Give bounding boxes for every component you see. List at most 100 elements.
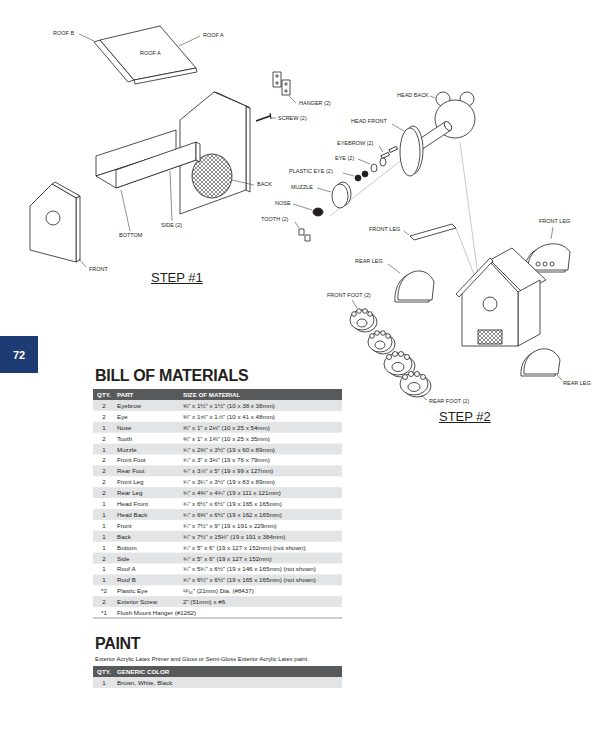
table-cell: 2 bbox=[93, 435, 115, 442]
table-cell: Flush Mount Hanger (#1262) bbox=[117, 609, 196, 616]
part-label: FRONT LEG bbox=[538, 218, 571, 224]
table-title: BILL OF MATERIALS bbox=[95, 367, 248, 385]
table-cell: ¾" x 3⅞" x 5" (19 x 99 x 127mm) bbox=[183, 467, 273, 474]
table-cell: 1 bbox=[93, 522, 115, 529]
screw bbox=[270, 113, 271, 119]
table-cell: ¾" x 7½" x 15⅛" (19 x 191 x 384mm) bbox=[183, 533, 285, 540]
table-cell: ¾" x 4⅜" x 4¾" (19 x 111 x 121mm) bbox=[183, 489, 281, 496]
rear-foot bbox=[400, 373, 428, 395]
screw bbox=[256, 113, 271, 121]
part-label-on-board: ROOF A bbox=[139, 50, 162, 56]
table-cell: 2 bbox=[93, 413, 115, 420]
table-cell: ⅜" x 1" x 1⅜" (10 x 25 x 35mm) bbox=[183, 435, 270, 442]
table-cell: 1 bbox=[93, 679, 115, 686]
front-foot bbox=[375, 331, 380, 336]
table-cell: Roof A bbox=[117, 565, 136, 572]
table-cell: Eye bbox=[117, 413, 128, 420]
rear-foot bbox=[403, 375, 408, 380]
section-heading: PAINT bbox=[95, 635, 140, 653]
part-label: MUZZLE bbox=[290, 184, 314, 190]
front-foot bbox=[370, 334, 375, 339]
nose bbox=[313, 208, 323, 216]
leader-line bbox=[293, 96, 562, 400]
front-leg-board bbox=[410, 224, 456, 240]
table-row-band bbox=[93, 487, 342, 498]
front-foot bbox=[368, 332, 392, 352]
birdhouse-assembled bbox=[483, 297, 497, 311]
tooth bbox=[299, 229, 310, 241]
head-front bbox=[400, 126, 423, 176]
rear-foot bbox=[409, 372, 414, 377]
table-cell: ¾" x 3¼" x 3½" (19 x 83 x 89mm) bbox=[183, 478, 275, 485]
eyebrow bbox=[381, 152, 390, 158]
assembly-line bbox=[460, 142, 478, 276]
front-foot bbox=[357, 309, 362, 314]
leader-line bbox=[379, 146, 383, 152]
plastic-eye bbox=[355, 171, 368, 181]
table-cell: 1 bbox=[93, 533, 115, 540]
table-cell: Brown, White, Black bbox=[117, 679, 172, 686]
rear-foot bbox=[384, 352, 431, 398]
rear-foot bbox=[392, 363, 404, 372]
front-foot bbox=[357, 319, 367, 327]
rear-foot bbox=[387, 355, 392, 360]
step2-drawing bbox=[293, 92, 570, 400]
table-row-band bbox=[93, 596, 342, 607]
part-label: NOSE bbox=[274, 200, 292, 206]
table-header-bar bbox=[93, 666, 342, 677]
leader-line bbox=[392, 124, 404, 131]
hanger-plate bbox=[273, 72, 281, 87]
table-row-band bbox=[93, 531, 342, 542]
table-cell: 1 bbox=[93, 446, 115, 453]
part-label: ROOF A bbox=[202, 32, 225, 38]
screw bbox=[256, 116, 270, 121]
eye bbox=[371, 164, 377, 172]
step1-drawing bbox=[30, 26, 296, 267]
table-cell: 1 bbox=[93, 565, 115, 572]
front-foot bbox=[381, 331, 386, 336]
rear-foot bbox=[405, 355, 410, 360]
front-board bbox=[46, 211, 60, 225]
part-label: EYE (2) bbox=[334, 155, 355, 161]
leader-line bbox=[79, 34, 296, 267]
birdhouse-assembled bbox=[456, 248, 546, 346]
hanger-plate bbox=[282, 80, 290, 95]
table-cell: Front Leg bbox=[117, 478, 143, 485]
leader-line bbox=[343, 173, 354, 176]
rear-leg bbox=[524, 349, 560, 374]
table-cell: Side bbox=[117, 555, 129, 562]
part-label: SIDE (2) bbox=[160, 222, 183, 228]
tray-side-bottom bbox=[96, 130, 200, 188]
table-cell: 1 bbox=[93, 424, 115, 431]
front-board bbox=[76, 196, 80, 262]
roof-a-board bbox=[100, 26, 197, 84]
table-row-band bbox=[93, 677, 342, 688]
table-cell: ⅜" x 1½" x 1½" (10 x 38 x 38mm) bbox=[183, 402, 275, 409]
page-number: 72 bbox=[13, 349, 25, 361]
table-cell: *2 bbox=[93, 587, 115, 594]
front-foot bbox=[350, 309, 395, 354]
table-cell: *1 bbox=[93, 609, 115, 616]
part-label: SCREW (2) bbox=[277, 115, 308, 121]
part-label: HANGER (2) bbox=[298, 100, 332, 106]
step-heading: STEP #2 bbox=[438, 410, 492, 425]
part-label: REAR LEG bbox=[562, 380, 592, 386]
hanger-plate bbox=[276, 82, 278, 84]
table-row-band bbox=[93, 400, 342, 411]
table-cell: ¹³⁄₁₆" (21mm) Dia. (#8437) bbox=[183, 587, 254, 594]
table-header: SIZE OF MATERIAL bbox=[183, 391, 240, 398]
front-foot bbox=[363, 309, 368, 314]
part-label: FRONT FOOT (2) bbox=[326, 292, 372, 298]
muzzle bbox=[332, 182, 351, 208]
hanger-plate bbox=[276, 75, 278, 77]
leader-line bbox=[295, 222, 299, 228]
eyebrow bbox=[381, 146, 398, 158]
table-header: QTY. bbox=[93, 668, 115, 675]
muzzle bbox=[332, 184, 348, 208]
table-cell: 2 bbox=[93, 555, 115, 562]
table-cell: ¾" x 5" x 6" (19 x 127 x 152mm) bbox=[183, 555, 271, 562]
leader-line bbox=[352, 300, 357, 308]
table-cell: Front bbox=[117, 522, 131, 529]
table-cell: 2 bbox=[93, 598, 115, 605]
rear-leg bbox=[521, 349, 560, 376]
